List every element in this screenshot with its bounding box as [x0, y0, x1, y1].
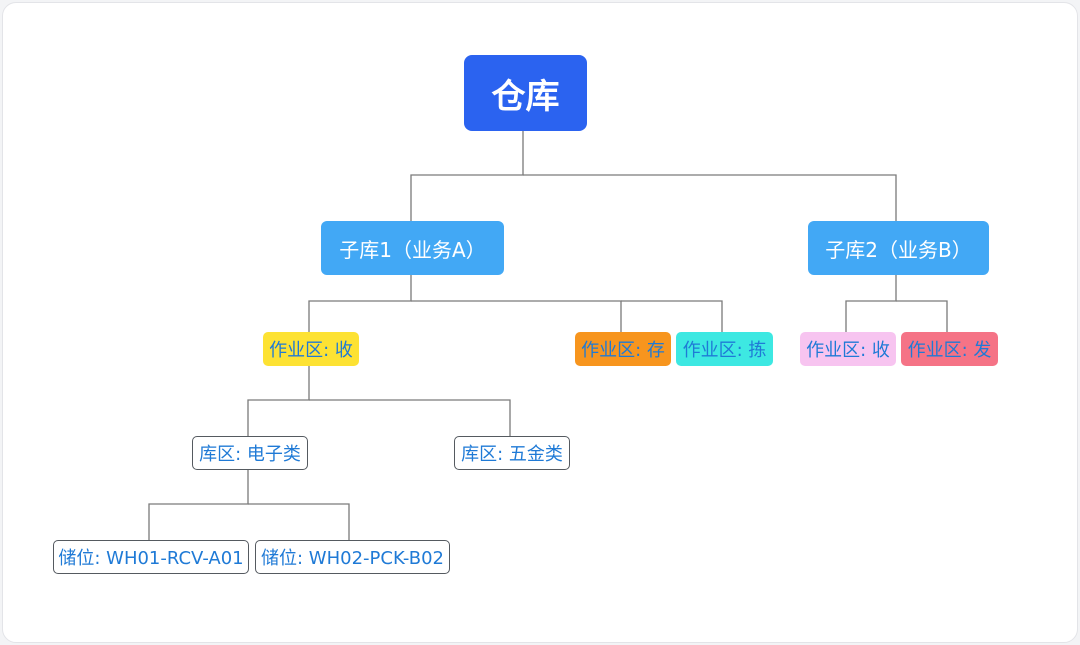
connector-line-3 [308, 275, 412, 332]
connector-line-4 [411, 300, 622, 332]
node-zone-store[interactable]: 作业区: 存 [575, 332, 671, 366]
node-area-hardware-label: 库区: 五金类 [461, 444, 563, 465]
node-area-electronics[interactable]: 库区: 电子类 [192, 436, 308, 470]
node-slot-wh02[interactable]: 储位: WH02-PCK-B02 [255, 540, 450, 574]
node-zone-pick-label: 作业区: 拣 [682, 340, 767, 361]
connector-line-8 [247, 366, 310, 436]
node-slot-wh01[interactable]: 储位: WH01-RCV-A01 [53, 540, 249, 574]
connector-line-6 [845, 275, 897, 332]
node-slot-wh01-label: 储位: WH01-RCV-A01 [58, 548, 244, 569]
node-subwarehouse-1-label: 子库1（业务A） [339, 237, 486, 262]
connector-line-7 [896, 300, 948, 332]
node-zone-ship-label: 作业区: 发 [907, 340, 992, 361]
node-zone-receive-b[interactable]: 作业区: 收 [800, 332, 896, 366]
node-warehouse[interactable]: 仓库 [464, 55, 587, 131]
connector-line-10 [148, 470, 249, 540]
node-subwarehouse-1[interactable]: 子库1（业务A） [321, 221, 504, 275]
node-zone-receive-a-label: 作业区: 收 [269, 340, 353, 361]
node-subwarehouse-2-label: 子库2（业务B） [825, 237, 972, 262]
node-area-electronics-label: 库区: 电子类 [199, 444, 301, 465]
node-warehouse-label: 仓库 [491, 76, 560, 117]
connector-line-2 [523, 174, 897, 221]
connector-line-9 [309, 399, 511, 436]
tree-connectors [148, 131, 948, 540]
connector-line-11 [248, 503, 350, 540]
node-zone-pick[interactable]: 作业区: 拣 [676, 332, 773, 366]
node-subwarehouse-2[interactable]: 子库2（业务B） [808, 221, 989, 275]
node-zone-ship[interactable]: 作业区: 发 [901, 332, 998, 366]
node-area-hardware[interactable]: 库区: 五金类 [454, 436, 570, 470]
node-slot-wh02-label: 储位: WH02-PCK-B02 [261, 548, 444, 569]
node-zone-receive-a[interactable]: 作业区: 收 [263, 332, 359, 366]
connector-line-5 [621, 300, 723, 332]
node-zone-store-label: 作业区: 存 [581, 340, 665, 361]
node-zone-receive-b-label: 作业区: 收 [806, 340, 890, 361]
connector-line-1 [410, 131, 524, 221]
